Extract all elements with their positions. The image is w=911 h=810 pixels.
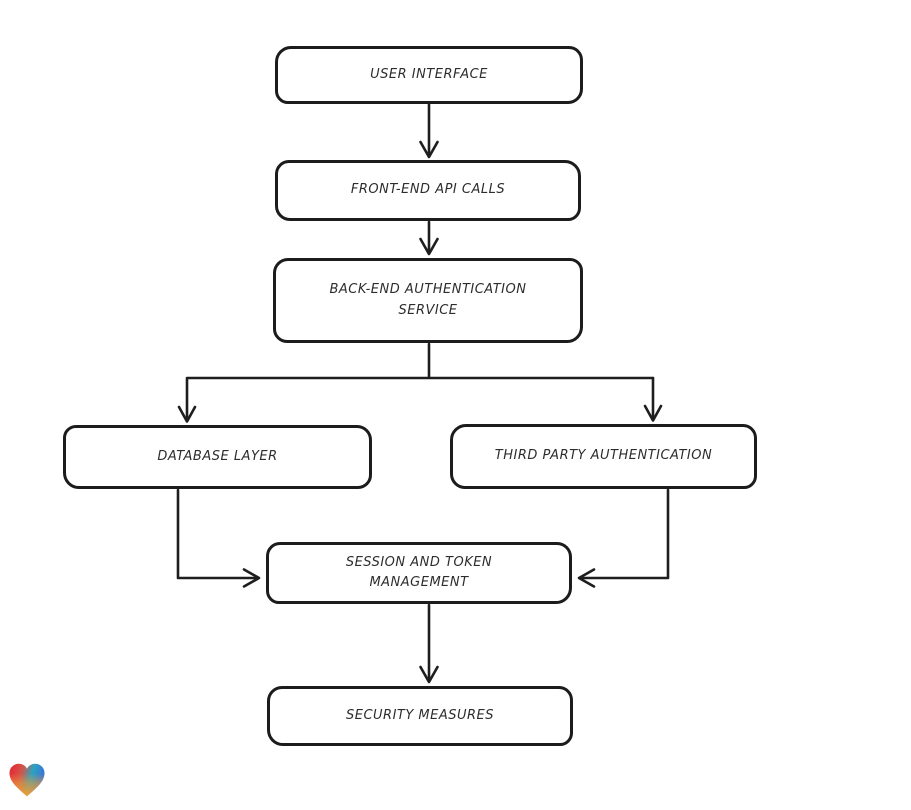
edge-session-token-mgmt-to-security-measures: [419, 603, 439, 684]
eraser-heart-logo: [9, 763, 45, 797]
node-security-measures[interactable]: SECURITY MEASURES: [267, 686, 573, 746]
edge-user-interface-to-front-end-api-calls: [419, 102, 439, 159]
node-label: BACK-END AUTHENTICATION SERVICE: [329, 282, 527, 318]
edge-back-end-auth-service-to-third-party-auth: [643, 376, 663, 422]
node-label: DATABASE LAYER: [157, 448, 278, 464]
node-front-end-api-calls[interactable]: FRONT-END API CALLS: [275, 160, 581, 221]
node-third-party-auth[interactable]: THIRD PARTY AUTHENTICATION: [450, 424, 757, 489]
node-session-token-mgmt[interactable]: SESSION AND TOKEN MANAGEMENT: [266, 542, 572, 604]
node-back-end-auth-service[interactable]: BACK-END AUTHENTICATION SERVICE: [273, 258, 583, 343]
node-user-interface[interactable]: USER INTERFACE: [275, 46, 583, 104]
edge-back-end-auth-service-to-database-layer: [177, 342, 655, 423]
edge-third-party-auth-to-session-token-mgmt: [577, 488, 670, 588]
node-database-layer[interactable]: DATABASE LAYER: [63, 425, 372, 489]
edge-front-end-api-calls-to-back-end-auth-service: [419, 220, 439, 256]
node-label: USER INTERFACE: [370, 66, 488, 82]
node-label: SECURITY MEASURES: [345, 707, 495, 723]
node-label: FRONT-END API CALLS: [350, 182, 506, 198]
node-label: THIRD PARTY AUTHENTICATION: [494, 448, 713, 464]
node-label: SESSION AND TOKEN MANAGEMENT: [345, 554, 493, 590]
edge-database-layer-to-session-token-mgmt: [176, 488, 261, 588]
